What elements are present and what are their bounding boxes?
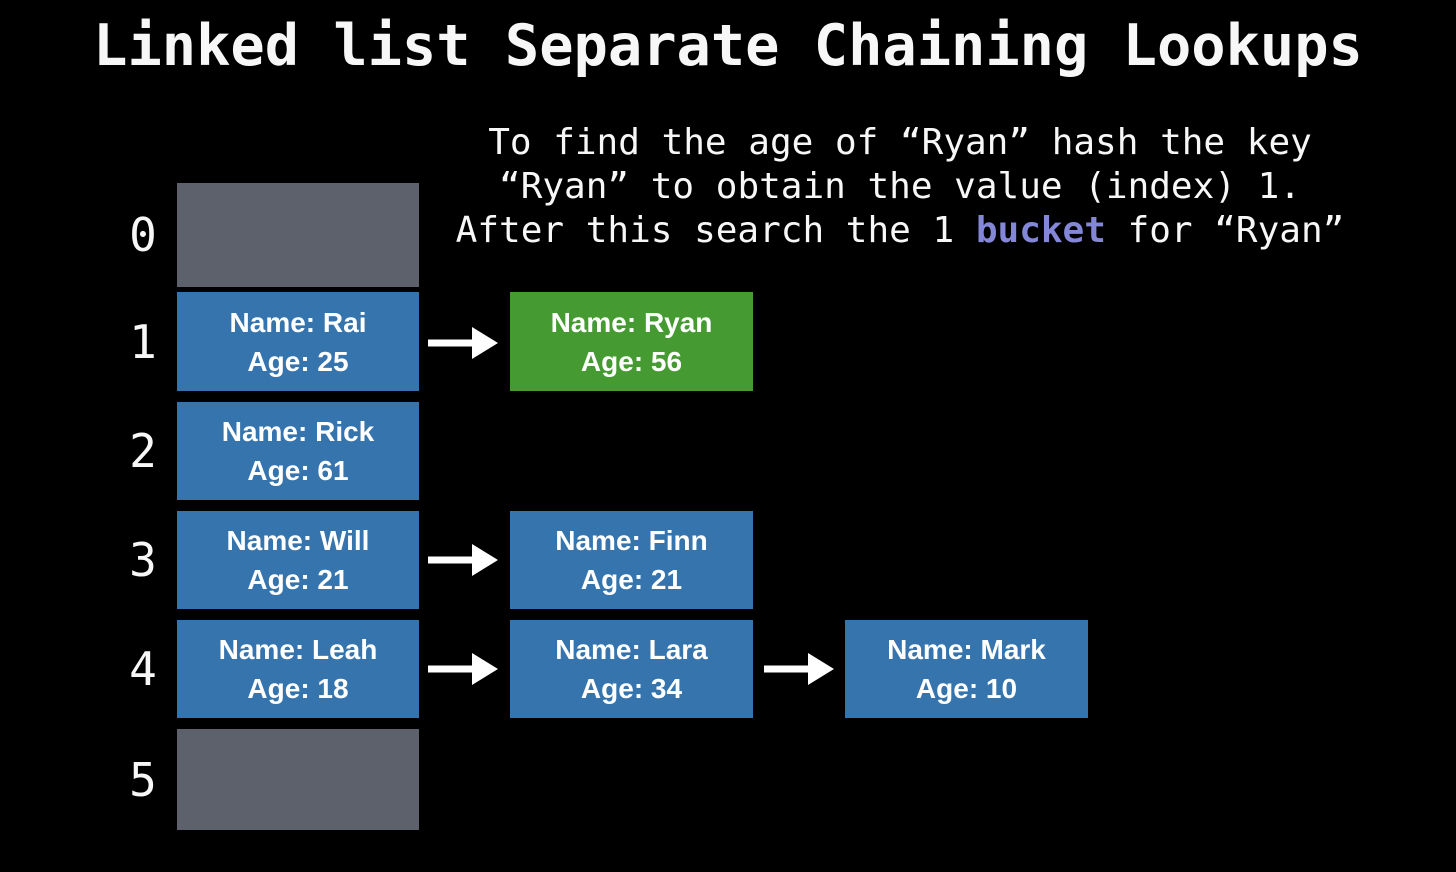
node-leah: Name: Leah Age: 18	[177, 620, 419, 718]
node-age-label: Age: 18	[247, 673, 349, 704]
explanation-text: To find the age of “Ryan” hash the key “…	[420, 121, 1380, 253]
chain-arrow-icon	[428, 544, 498, 576]
node-rai: Name: Rai Age: 25	[177, 292, 419, 391]
explanation-line-1: To find the age of “Ryan” hash the key	[488, 122, 1312, 163]
chain-arrow-icon	[764, 653, 834, 685]
node-name-label: Name: Rai	[229, 306, 367, 338]
bucket-index-1: 1	[129, 314, 157, 369]
node-mark: Name: Mark Age: 10	[845, 620, 1088, 718]
node-age-label: Age: 10	[915, 673, 1018, 704]
node-name-label: Name: Mark	[887, 634, 1046, 665]
explanation-line-2: “Ryan” to obtain the value (index) 1.	[499, 166, 1301, 207]
node-finn: Name: Finn Age: 21	[510, 511, 753, 609]
bucket-index-5: 5	[129, 752, 157, 807]
chain-arrow-icon	[428, 327, 498, 359]
bucket-0-empty-cell	[177, 183, 419, 287]
node-name-label: Name: Rick	[221, 416, 375, 447]
node-lara: Name: Lara Age: 34	[510, 620, 753, 718]
node-name-label: Name: Ryan	[550, 306, 713, 338]
node-age-label: Age: 21	[247, 564, 349, 595]
node-ryan-found: Name: Ryan Age: 56	[510, 292, 753, 391]
bucket-index-2: 2	[129, 424, 157, 478]
node-age-label: Age: 61	[247, 455, 349, 486]
node-name-label: Name: Leah	[218, 634, 378, 665]
bucket-5-empty-cell	[177, 729, 419, 830]
node-will: Name: Will Age: 21	[177, 511, 419, 609]
node-age-label: Age: 21	[580, 564, 683, 595]
node-name-label: Name: Will	[226, 525, 370, 556]
node-age-label: Age: 56	[580, 345, 683, 377]
node-age-label: Age: 34	[580, 673, 683, 704]
chain-arrow-icon	[428, 653, 498, 685]
node-name-label: Name: Finn	[555, 525, 708, 556]
node-rick: Name: Rick Age: 61	[177, 402, 419, 500]
bucket-highlight-text: bucket	[975, 210, 1106, 251]
bucket-index-4: 4	[129, 642, 157, 696]
explanation-line-3: After this search the 1 bucket for “Ryan…	[455, 210, 1345, 251]
bucket-index-0: 0	[129, 208, 157, 262]
bucket-index-3: 3	[129, 533, 157, 587]
node-name-label: Name: Lara	[555, 634, 708, 665]
page-title: Linked list Separate Chaining Lookups	[93, 13, 1363, 79]
node-age-label: Age: 25	[247, 345, 349, 377]
